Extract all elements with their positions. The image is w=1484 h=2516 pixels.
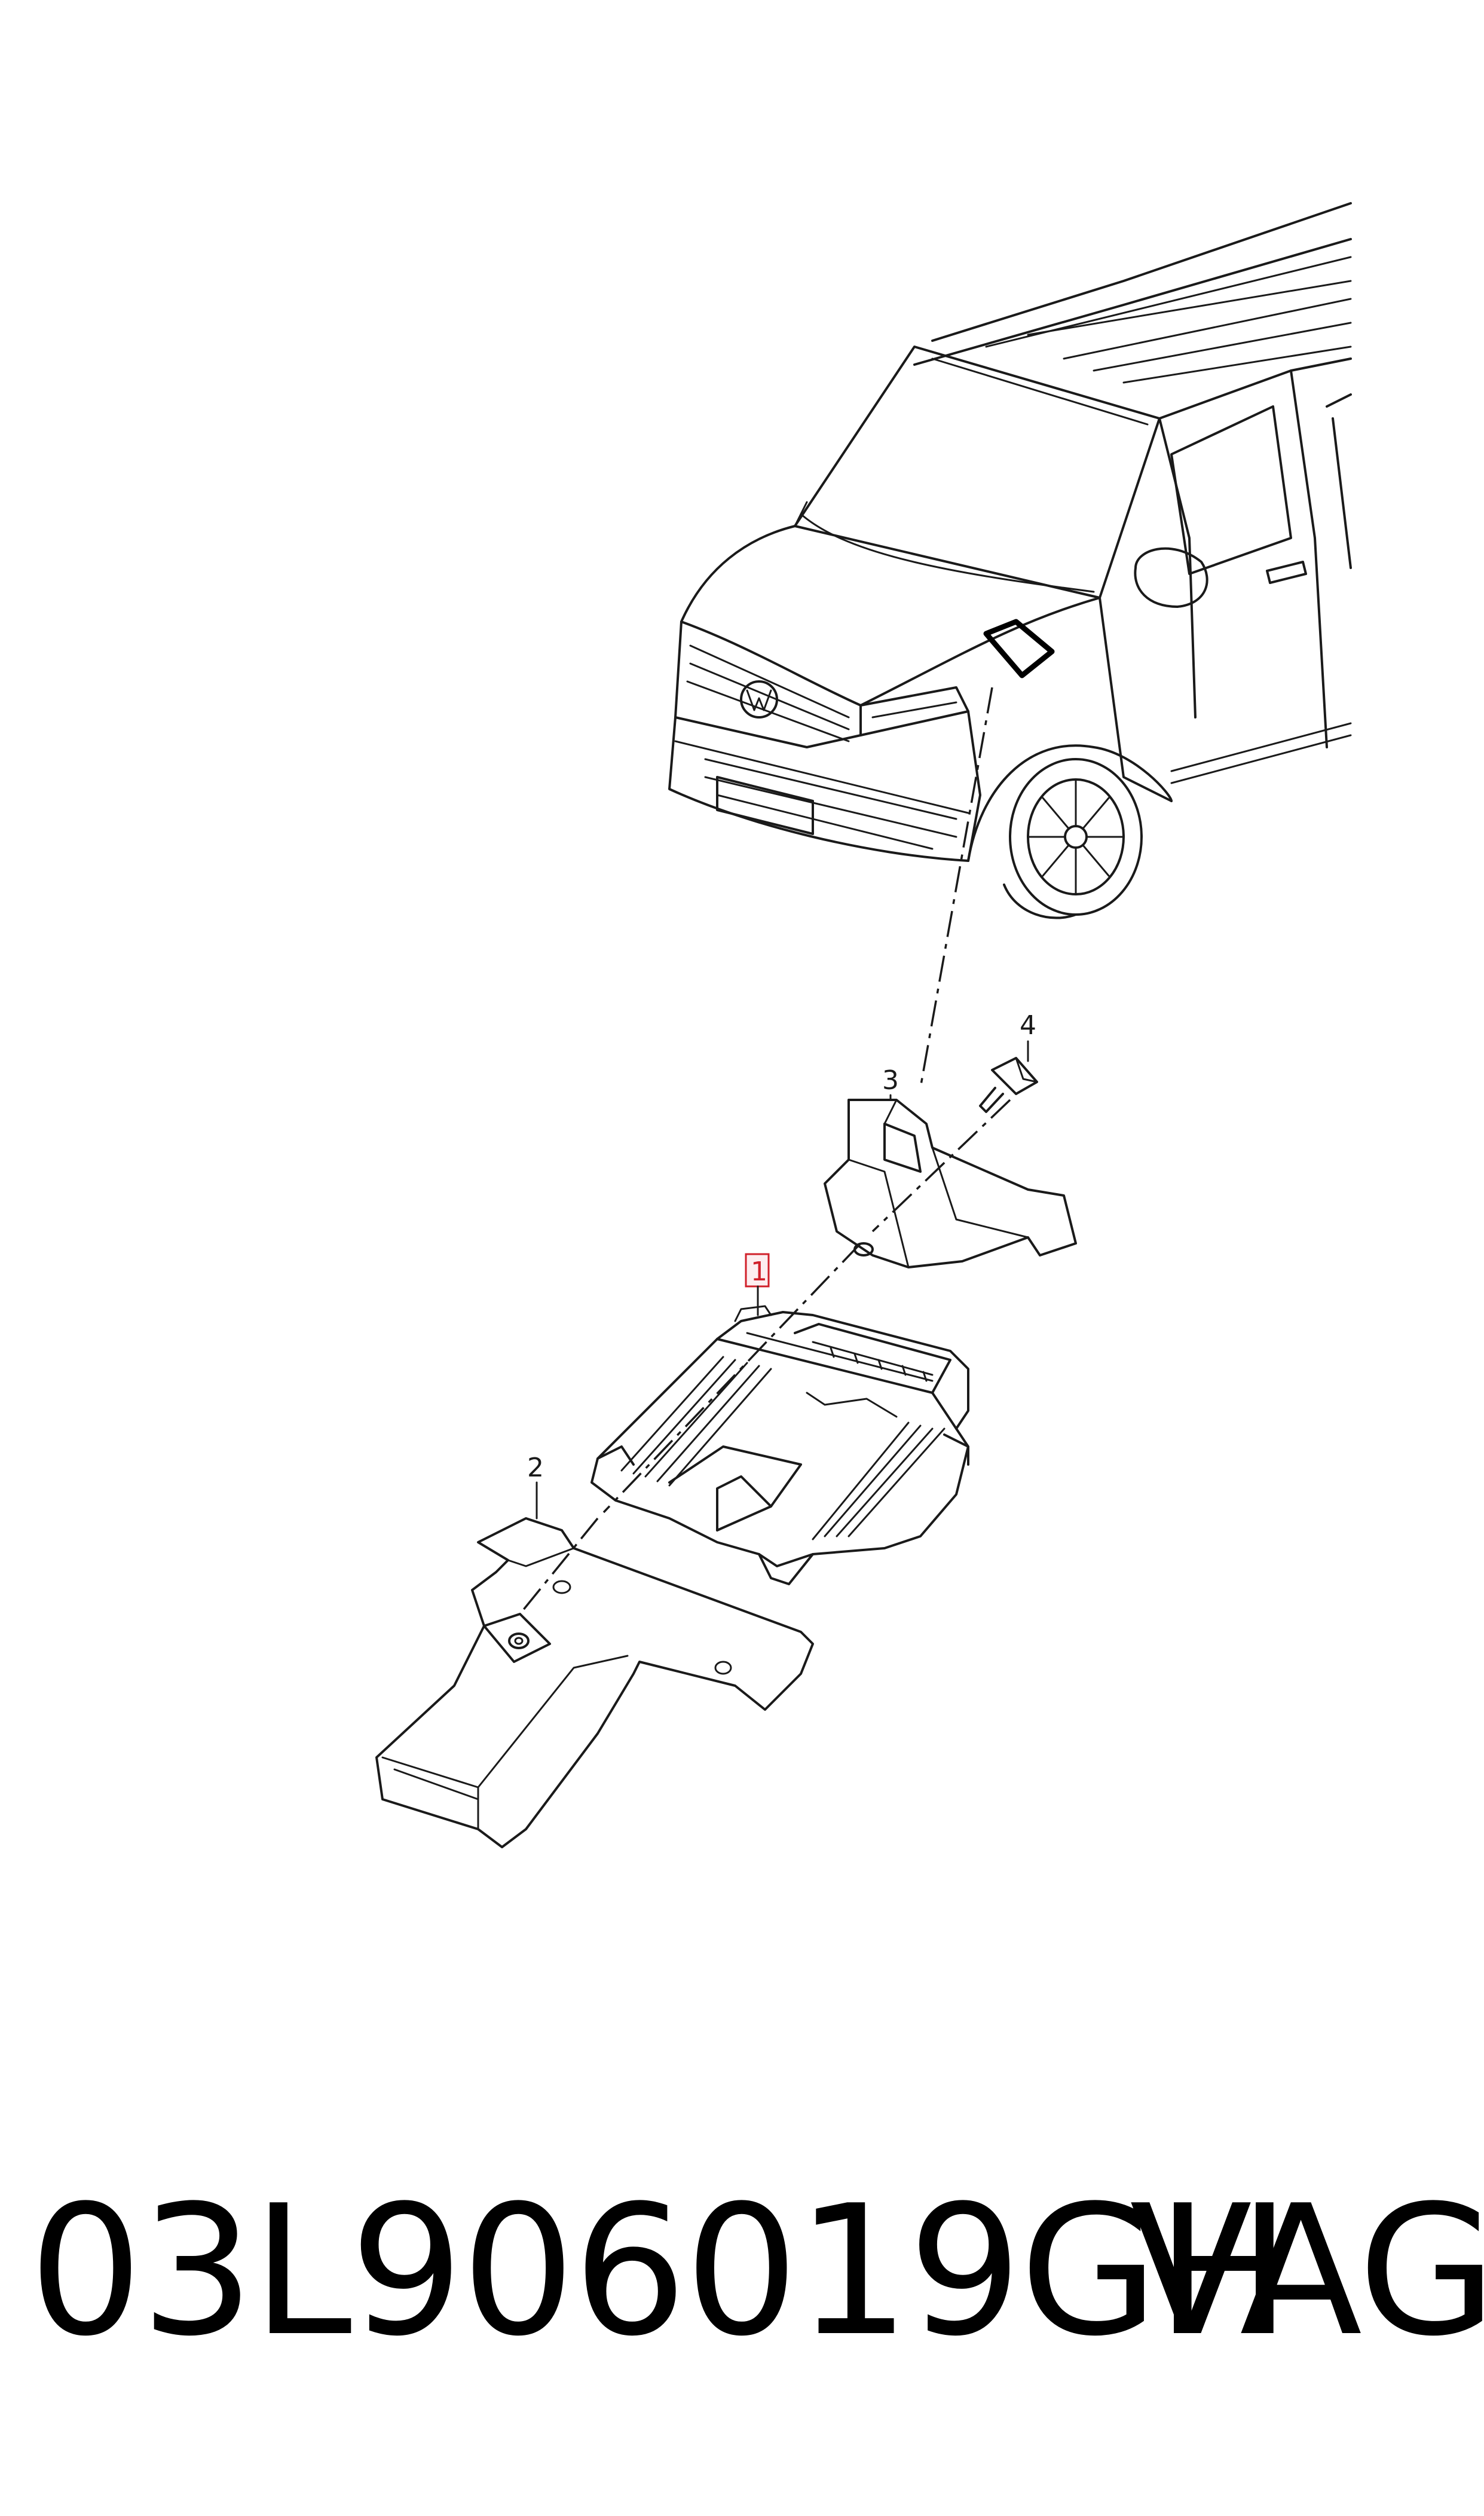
callout-4-label[interactable]: 4 (1020, 1010, 1036, 1041)
callout-2-label[interactable]: 2 (527, 1453, 544, 1483)
part-number: 03L906019GH (29, 2167, 1291, 2376)
bracket-part-3 (824, 1099, 1077, 1268)
ecu-part-1 (590, 1305, 969, 1585)
bolt-part-4 (979, 1057, 1038, 1113)
parts-diagram: 1 2 3 4 (375, 202, 1352, 1848)
assembly-lines (519, 687, 1011, 1615)
callouts: 1 2 3 4 (527, 1010, 1036, 1520)
van-illustration (668, 202, 1352, 919)
callout-1-label[interactable]: 1 (751, 1257, 767, 1287)
callout-3-label[interactable]: 3 (882, 1065, 899, 1096)
plate-part-2 (375, 1517, 814, 1848)
brand-name: VAG (1130, 2167, 1484, 2376)
